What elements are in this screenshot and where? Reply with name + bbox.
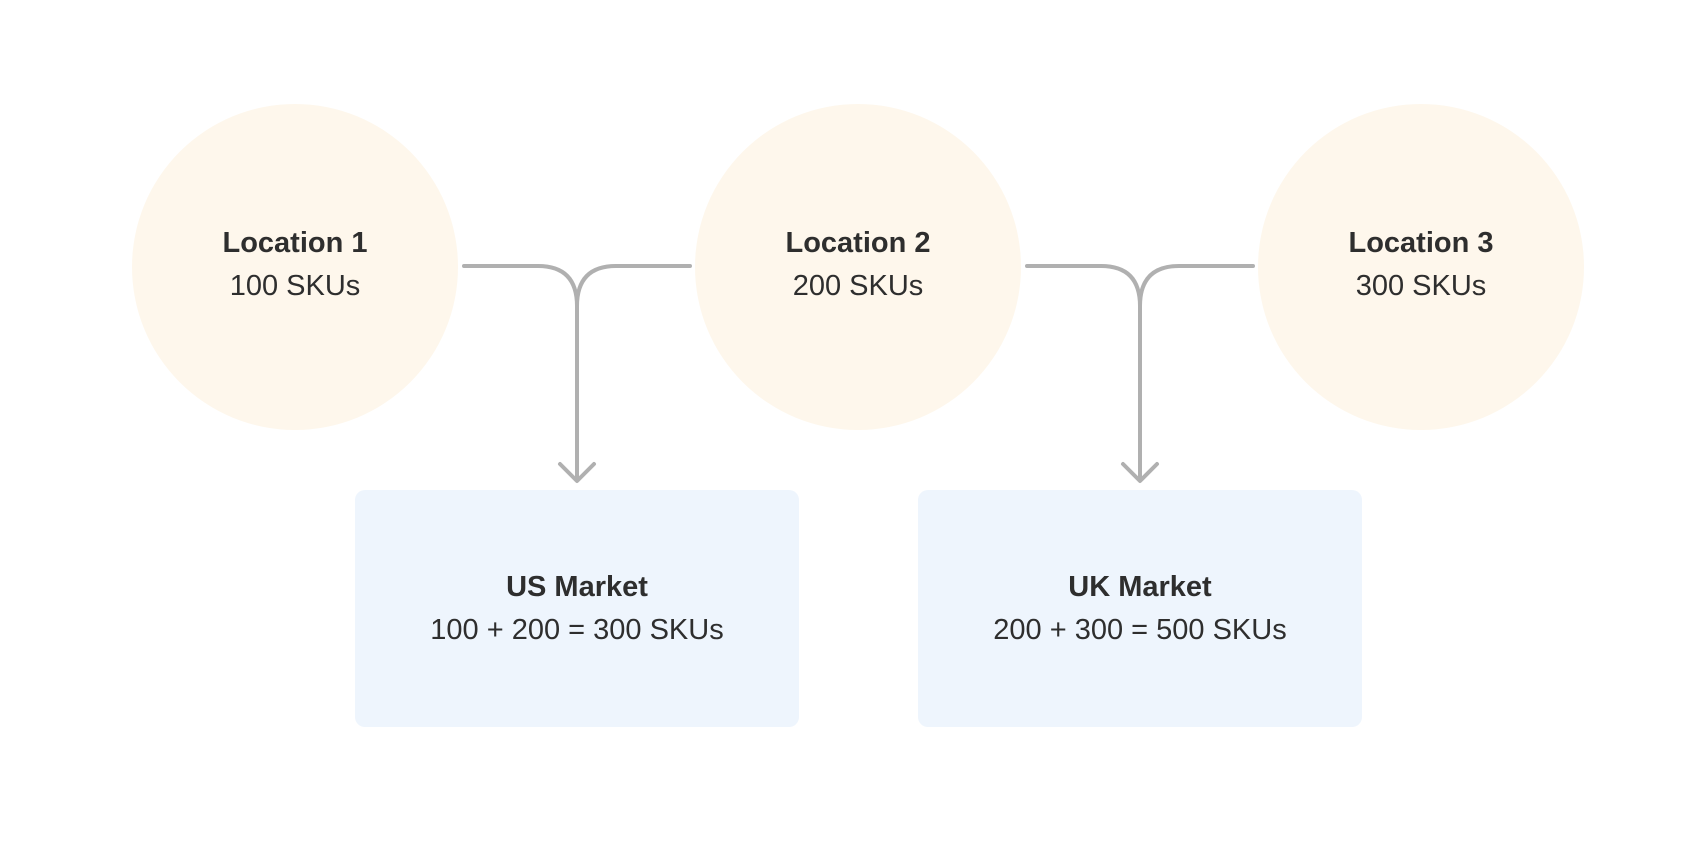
market-name: UK Market xyxy=(1068,570,1212,603)
location-node-3: Location 3 300 SKUs xyxy=(1258,104,1584,430)
location-name: Location 3 xyxy=(1348,227,1494,259)
location-sku-count: 300 SKUs xyxy=(1355,270,1487,302)
arrowhead-us-icon xyxy=(558,462,596,483)
connector-location1-to-us xyxy=(462,264,579,308)
location-name: Location 2 xyxy=(785,227,931,259)
market-box-us: US Market 100 + 200 = 300 SKUs xyxy=(355,490,799,727)
location-node-1: Location 1 100 SKUs xyxy=(132,104,458,430)
location-name: Location 1 xyxy=(222,227,368,259)
market-box-uk: UK Market 200 + 300 = 500 SKUs xyxy=(918,490,1362,727)
market-name: US Market xyxy=(506,570,648,603)
location-sku-count: 200 SKUs xyxy=(792,270,924,302)
connector-location2-to-uk xyxy=(1025,264,1142,308)
location-node-2: Location 2 200 SKUs xyxy=(695,104,1021,430)
location-sku-count: 100 SKUs xyxy=(229,270,361,302)
market-sku-formula: 200 + 300 = 500 SKUs xyxy=(993,613,1287,646)
market-sku-formula: 100 + 200 = 300 SKUs xyxy=(430,613,724,646)
connector-location2-to-us xyxy=(575,264,692,308)
connector-location3-to-uk xyxy=(1138,264,1255,308)
arrowhead-uk-icon xyxy=(1121,462,1159,483)
